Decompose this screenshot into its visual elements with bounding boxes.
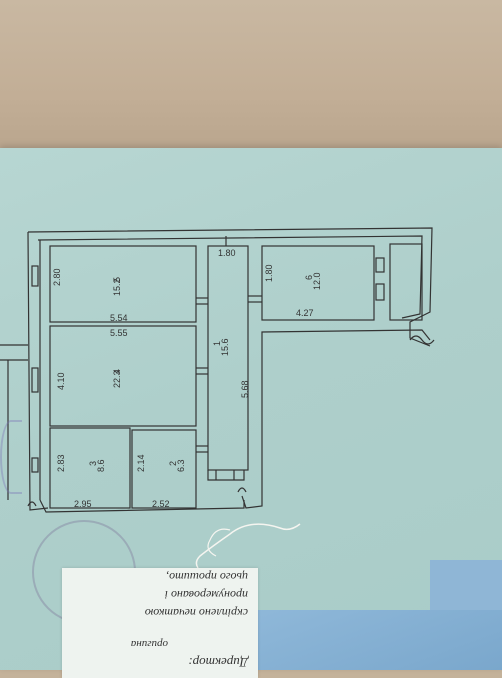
- dim-label: 5.55: [110, 328, 128, 338]
- wall-background: [0, 0, 502, 160]
- window: [375, 283, 385, 301]
- room-area: 22.3: [112, 370, 122, 388]
- string: [207, 528, 231, 557]
- dim-label: 1.80: [264, 264, 274, 282]
- label-line: Директор:: [188, 655, 248, 670]
- label-line: оригина: [130, 638, 168, 650]
- corridor-tail: [207, 470, 245, 481]
- room-3-outline: [49, 427, 131, 509]
- dim-label: 2.14: [136, 454, 146, 472]
- dim-label: 5.54: [110, 313, 128, 323]
- stamp-seal-partial: [0, 420, 22, 494]
- dim-label: 1.80: [218, 248, 236, 258]
- break-mark: [237, 487, 247, 493]
- break-mark: [409, 335, 435, 345]
- dim-label: 4.10: [56, 372, 66, 390]
- stair-block: [389, 243, 423, 321]
- left-wall: [27, 231, 49, 511]
- corridor-outline: [207, 245, 249, 471]
- room-area: 6.3: [176, 459, 186, 472]
- room-area: 15.6: [220, 338, 230, 356]
- room-area: 8.6: [96, 459, 106, 472]
- break-mark: [27, 501, 37, 507]
- dim-label: 2.80: [52, 268, 62, 286]
- certification-label: Директор: оригина скріплено печаткою про…: [62, 568, 258, 678]
- blue-folder: [250, 610, 502, 670]
- label-line: скріплено печаткою: [144, 606, 248, 620]
- room-area: 15.2: [112, 278, 122, 296]
- dim-label: 2.95: [74, 499, 92, 509]
- string: [195, 523, 301, 569]
- dim-label: 5.68: [240, 380, 250, 398]
- outer-wall-inner: [37, 235, 423, 319]
- bottom-wall: [39, 499, 245, 513]
- outer-wall: [27, 227, 433, 347]
- room-6-outline: [261, 245, 375, 321]
- window: [31, 367, 39, 393]
- room-area: 12.0: [312, 272, 322, 290]
- dim-label: 2.83: [56, 454, 66, 472]
- window: [31, 265, 39, 287]
- room-5-outline: [49, 245, 197, 323]
- dim-label: 2.52: [152, 499, 170, 509]
- room-2-outline: [131, 429, 197, 509]
- label-line: пронумеровано і: [164, 588, 248, 602]
- label-line: цього прошито,: [166, 570, 248, 584]
- dim-label: 4.27: [296, 308, 314, 318]
- window: [31, 457, 39, 473]
- window: [375, 257, 385, 273]
- corridor-right-wall: [241, 329, 431, 509]
- room-4-outline: [49, 325, 197, 427]
